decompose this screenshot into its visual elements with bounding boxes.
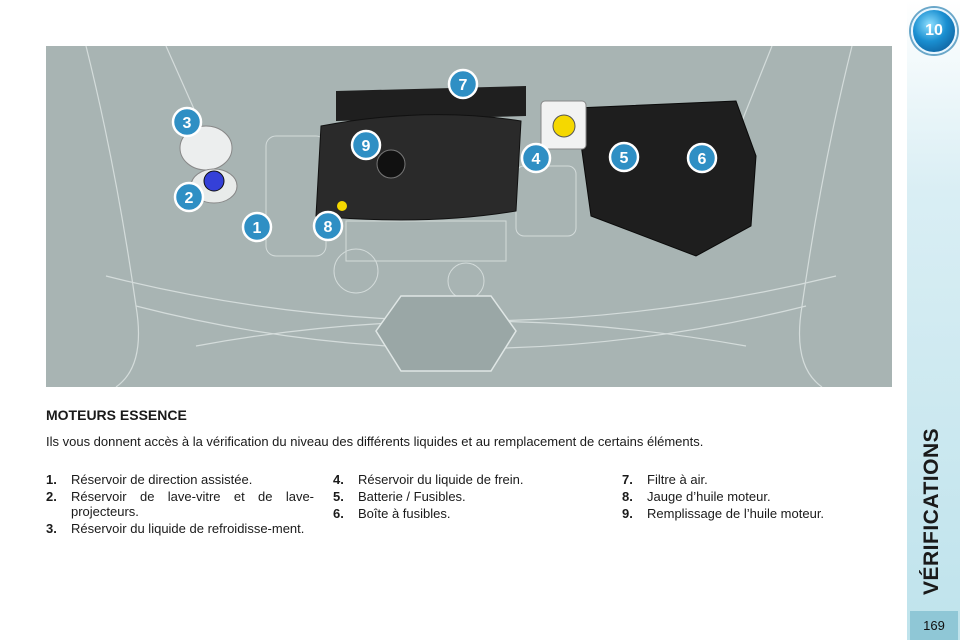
legend-text: Filtre à air. — [647, 472, 708, 487]
section-intro: Ils vous donnent accès à la vérification… — [46, 434, 704, 449]
legend-column-2: 4. Réservoir du liquide de frein. 5. Bat… — [333, 472, 603, 523]
chapter-title-text: VÉRIFICATIONS — [920, 427, 943, 595]
legend-item: 1. Réservoir de direction assistée. — [46, 472, 314, 487]
section-heading: MOTEURS ESSENCE — [46, 407, 187, 423]
chapter-badge: 10 — [911, 8, 957, 54]
legend-number: 6. — [333, 506, 344, 521]
sidebar — [907, 0, 960, 640]
engine-bay-illustration: 1 2 3 4 5 6 7 8 — [46, 46, 892, 387]
page-number-text: 169 — [923, 618, 945, 633]
engine-cover — [315, 114, 522, 221]
callout-1: 1 — [241, 211, 273, 243]
legend-column-1: 1. Réservoir de direction assistée. 2. R… — [46, 472, 314, 538]
legend-item: 4. Réservoir du liquide de frein. — [333, 472, 603, 487]
brake-fluid-cap — [552, 114, 576, 138]
legend-text: Réservoir de direction assistée. — [71, 472, 253, 487]
legend-number: 7. — [622, 472, 633, 487]
callout-8: 8 — [312, 210, 344, 242]
callout-3: 3 — [171, 106, 203, 138]
legend-number: 4. — [333, 472, 344, 487]
legend-column-3: 7. Filtre à air. 8. Jauge d’huile moteur… — [622, 472, 892, 523]
legend-number: 3. — [46, 521, 57, 536]
engine-components — [265, 135, 577, 300]
legend-number: 2. — [46, 489, 57, 504]
callout-3-label: 3 — [183, 115, 192, 132]
legend-text: Remplissage de l’huile moteur. — [647, 506, 825, 521]
legend-item: 8. Jauge d’huile moteur. — [622, 489, 892, 504]
page-number: 169 — [910, 611, 958, 640]
legend-item: 5. Batterie / Fusibles. — [333, 489, 603, 504]
legend-item: 7. Filtre à air. — [622, 472, 892, 487]
callout-5: 5 — [608, 141, 640, 173]
legend-item: 3. Réservoir du liquide de refroidisse-m… — [46, 521, 314, 536]
legend-text: Boîte à fusibles. — [358, 506, 451, 521]
callout-1-label: 1 — [253, 220, 262, 237]
callout-6: 6 — [686, 142, 718, 174]
legend-text: Réservoir de lave-vitre et de lave-proje… — [71, 489, 314, 519]
legend-number: 9. — [622, 506, 633, 521]
callout-2-label: 2 — [185, 190, 194, 207]
oil-filler-cap — [376, 149, 406, 179]
fuse-box-cover — [575, 100, 757, 257]
callout-9: 9 — [350, 129, 382, 161]
engine-bay-drawing: 1 2 3 4 5 6 7 8 — [85, 46, 853, 387]
peugeot-emblem — [375, 295, 517, 372]
callout-7-label: 7 — [459, 77, 468, 94]
legend-item: 6. Boîte à fusibles. — [333, 506, 603, 521]
legend-number: 8. — [622, 489, 633, 504]
callout-9-label: 9 — [362, 138, 371, 155]
dipstick-handle — [337, 201, 347, 211]
callout-5-label: 5 — [620, 150, 629, 167]
legend-item: 9. Remplissage de l’huile moteur. — [622, 506, 892, 521]
legend-text: Réservoir du liquide de refroidisse-ment… — [71, 521, 305, 536]
washer-cap — [203, 170, 225, 192]
legend-text: Batterie / Fusibles. — [358, 489, 466, 504]
callout-8-label: 8 — [324, 219, 333, 236]
callout-4-label: 4 — [532, 151, 541, 168]
callout-7: 7 — [447, 68, 479, 100]
legend-number: 5. — [333, 489, 344, 504]
callout-6-label: 6 — [698, 151, 707, 168]
callout-2: 2 — [173, 181, 205, 213]
air-filter-box — [336, 86, 526, 121]
legend-text: Jauge d’huile moteur. — [647, 489, 771, 504]
legend-text: Réservoir du liquide de frein. — [358, 472, 524, 487]
callout-4: 4 — [520, 142, 552, 174]
legend-number: 1. — [46, 472, 57, 487]
chapter-number: 10 — [925, 22, 943, 39]
legend-item: 2. Réservoir de lave-vitre et de lave-pr… — [46, 489, 314, 519]
